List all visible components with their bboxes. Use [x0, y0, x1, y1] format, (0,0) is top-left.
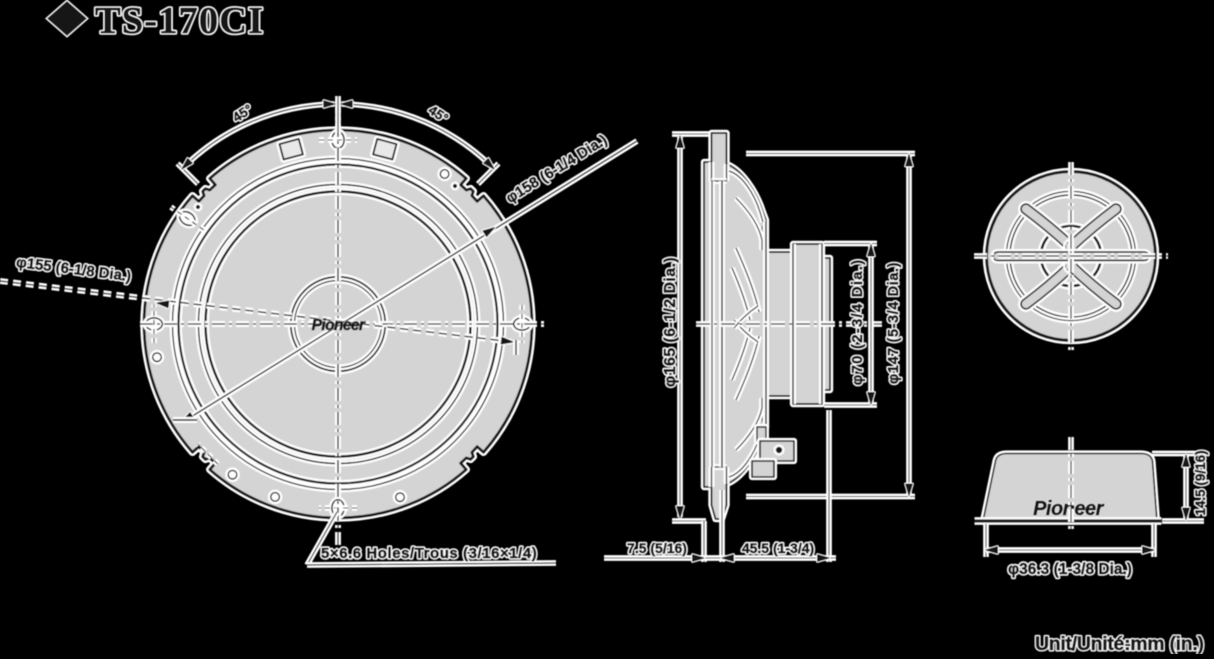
svg-text:φ165 (6-1/2 Dia.): φ165 (6-1/2 Dia.) [662, 257, 679, 387]
svg-text:TS-170CI: TS-170CI [95, 0, 264, 42]
svg-text:TS-170CI: TS-170CI [95, 0, 264, 42]
svg-text:φ36.3 (1-3/8 Dia.): φ36.3 (1-3/8 Dia.) [1008, 561, 1132, 578]
svg-text:Pioneer: Pioneer [312, 317, 366, 334]
svg-text:14.5 (9/16): 14.5 (9/16) [1193, 450, 1208, 515]
svg-text:45.5 (1-3/4): 45.5 (1-3/4) [742, 540, 814, 556]
svg-text:5×6.6 Holes/Trous (3/16×1/4): 5×6.6 Holes/Trous (3/16×1/4) [321, 545, 537, 562]
svg-text:45.5 (1-3/4): 45.5 (1-3/4) [742, 540, 814, 556]
svg-text:φ36.3 (1-3/8 Dia.): φ36.3 (1-3/8 Dia.) [1008, 561, 1132, 578]
svg-text:φ147 (5-3/4 Dia.): φ147 (5-3/4 Dia.) [886, 262, 902, 384]
svg-text:14.5 (9/16): 14.5 (9/16) [1193, 450, 1208, 515]
svg-text:φ165 (6-1/2 Dia.): φ165 (6-1/2 Dia.) [662, 257, 679, 387]
svg-text:φ70 (2-3/4 Dia.): φ70 (2-3/4 Dia.) [849, 259, 866, 386]
svg-text:φ70 (2-3/4 Dia.): φ70 (2-3/4 Dia.) [849, 259, 866, 386]
svg-text:φ147 (5-3/4 Dia.): φ147 (5-3/4 Dia.) [886, 262, 902, 384]
svg-text:Unit/Unité:mm (in.): Unit/Unité:mm (in.) [1035, 633, 1204, 654]
svg-text:7.5 (5/16): 7.5 (5/16) [627, 540, 687, 556]
svg-text:7.5 (5/16): 7.5 (5/16) [627, 540, 687, 556]
svg-text:Unit/Unité:mm (in.): Unit/Unité:mm (in.) [1035, 633, 1204, 654]
svg-text:Pioneer: Pioneer [312, 317, 366, 334]
svg-text:5×6.6 Holes/Trous (3/16×1/4): 5×6.6 Holes/Trous (3/16×1/4) [321, 545, 537, 562]
